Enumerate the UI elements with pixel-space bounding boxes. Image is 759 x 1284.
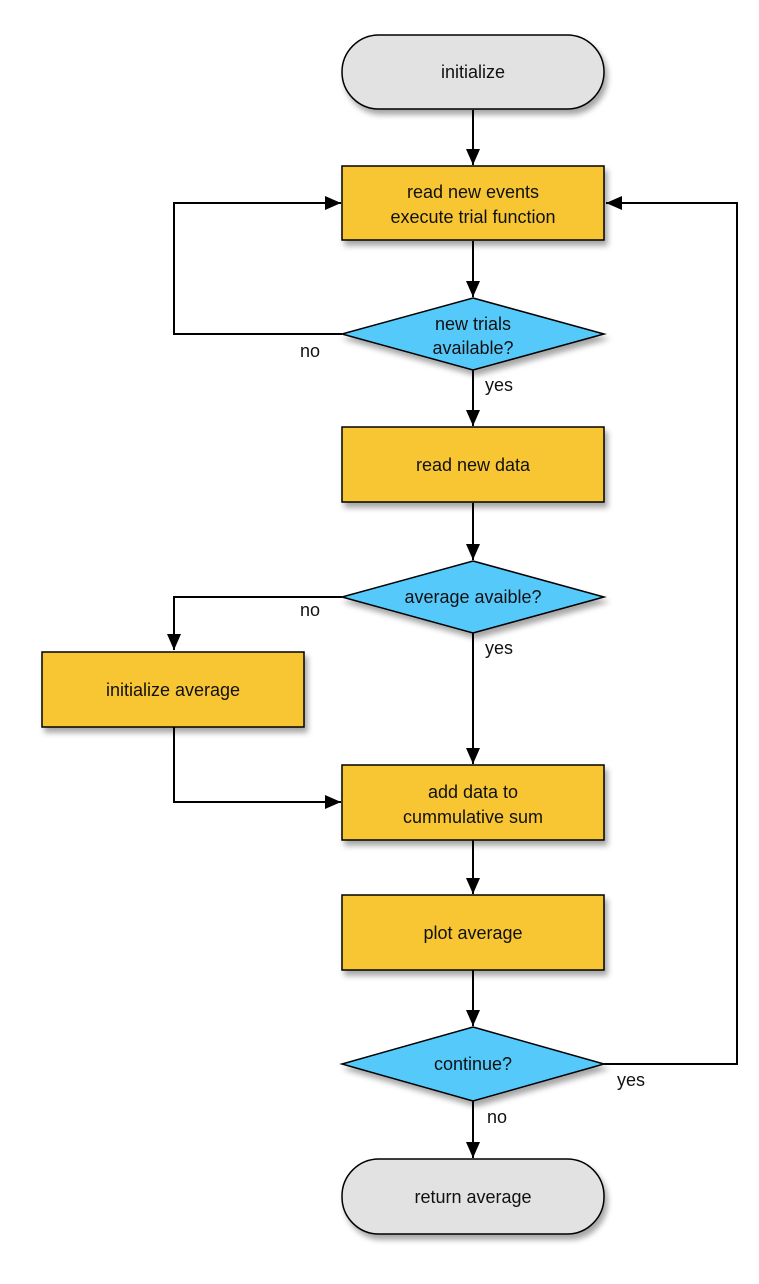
initialize-label: initialize [441,62,505,82]
read-new-events-label: read new events [407,182,539,202]
edge-new-trials-no-loop [173,196,342,335]
new-trials-label: new trials [435,314,511,334]
continue-no-label: no [487,1107,507,1127]
process-read-new-data: read new data [341,426,605,503]
process-read-new-events: read new events execute trial function [341,165,605,241]
average-yes-label: yes [485,638,513,658]
execute-trial-function-label: execute trial function [390,207,555,227]
average-available-label: average avaible? [404,587,541,607]
edge-continue-yes-loop [604,196,738,1065]
available-label: available? [432,338,513,358]
terminal-return-average: return average [341,1158,605,1235]
continue-yes-label: yes [617,1070,645,1090]
plot-average-label: plot average [423,923,522,943]
process-initialize-average: initialize average [41,651,305,728]
average-no-label: no [300,600,320,620]
cummulative-sum-label: cummulative sum [403,807,543,827]
connectors [167,110,738,1158]
process-plot-average: plot average [341,894,605,971]
edge-initialize-average-to-add-data [173,727,341,809]
read-new-data-label: read new data [416,455,531,475]
continue-label: continue? [434,1054,512,1074]
decision-continue: continue? [339,1026,607,1102]
return-average-label: return average [414,1187,531,1207]
initialize-average-label: initialize average [106,680,240,700]
new-trials-no-label: no [300,341,320,361]
new-trials-yes-label: yes [485,375,513,395]
edge-average-no-to-initialize-average [167,596,342,650]
process-add-data: add data to cummulative sum [341,764,605,841]
terminal-initialize: initialize [341,34,605,110]
decision-new-trials-available: new trials available? [339,297,607,371]
edge-labels: no yes no yes yes no [300,341,645,1127]
decision-average-available: average avaible? [339,560,607,634]
add-data-label: add data to [428,782,518,802]
